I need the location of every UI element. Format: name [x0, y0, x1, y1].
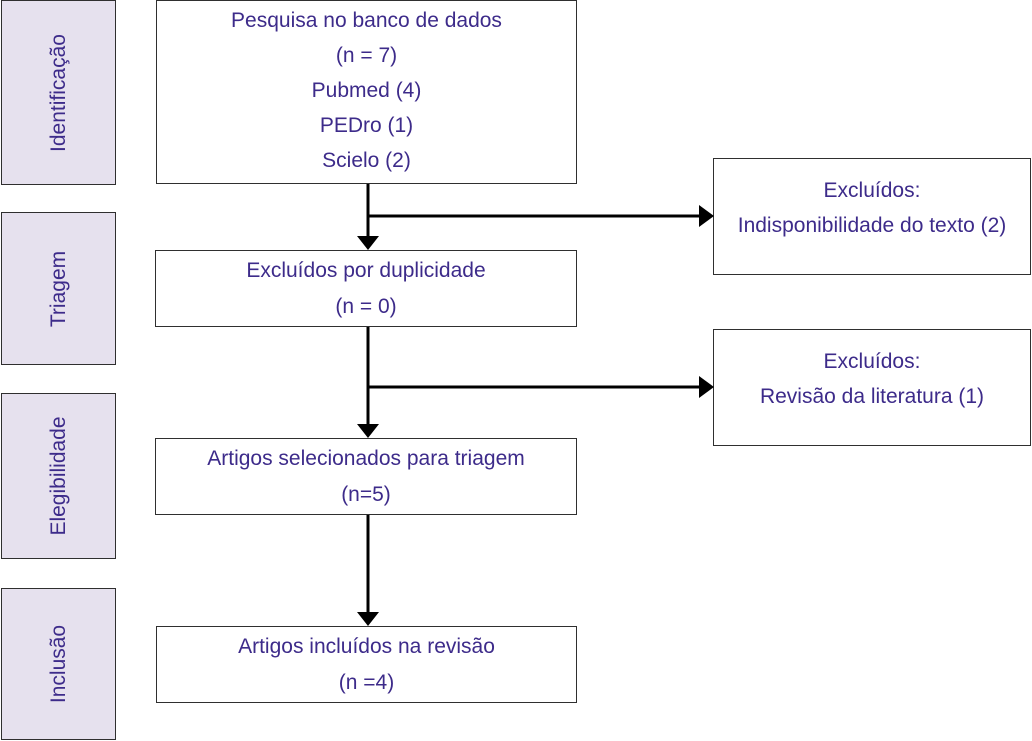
selected-count: (n=5)	[341, 483, 391, 506]
phase-inclusion: Inclusão	[1, 588, 116, 740]
arrowhead-duplicates	[357, 236, 379, 250]
arrowhead-excluded-review	[699, 376, 714, 398]
selected-box: Artigos selecionados para triagem (n=5)	[155, 438, 577, 515]
phase-screening: Triagem	[1, 212, 116, 365]
phase-eligibility: Elegibilidade	[1, 393, 116, 559]
duplicates-count: (n = 0)	[335, 295, 397, 318]
phase-identification: Identificação	[1, 0, 116, 185]
included-count: (n =4)	[338, 671, 395, 694]
included-box: Artigos incluídos na revisão (n =4)	[156, 626, 577, 703]
excluded-review-reason: Revisão da literatura (1)	[759, 385, 985, 408]
search-source-scielo: Scielo (2)	[322, 149, 411, 172]
excluded-review-box: Excluídos: Revisão da literatura (1)	[713, 329, 1031, 446]
duplicates-title: Excluídos por duplicidade	[246, 259, 486, 282]
search-title: Pesquisa no banco de dados	[231, 9, 502, 32]
arrowhead-included	[357, 612, 379, 626]
selected-title: Artigos selecionados para triagem	[207, 447, 525, 470]
arrowhead-selected	[357, 424, 379, 438]
search-source-pedro: PEDro (1)	[319, 114, 414, 137]
excluded-text-title: Excluídos:	[823, 179, 921, 202]
excluded-text-reason: Indisponibilidade do texto (2)	[737, 214, 1007, 237]
excluded-text-box: Excluídos: Indisponibilidade do texto (2…	[713, 158, 1031, 275]
search-source-pubmed: Pubmed (4)	[311, 79, 422, 102]
excluded-review-title: Excluídos:	[823, 350, 921, 373]
duplicates-box: Excluídos por duplicidade (n = 0)	[155, 250, 577, 327]
included-title: Artigos incluídos na revisão	[238, 635, 495, 658]
arrowhead-excluded-text	[699, 205, 714, 227]
search-box: Pesquisa no banco de dados (n = 7) Pubme…	[156, 0, 577, 184]
search-count: (n = 7)	[335, 44, 398, 67]
